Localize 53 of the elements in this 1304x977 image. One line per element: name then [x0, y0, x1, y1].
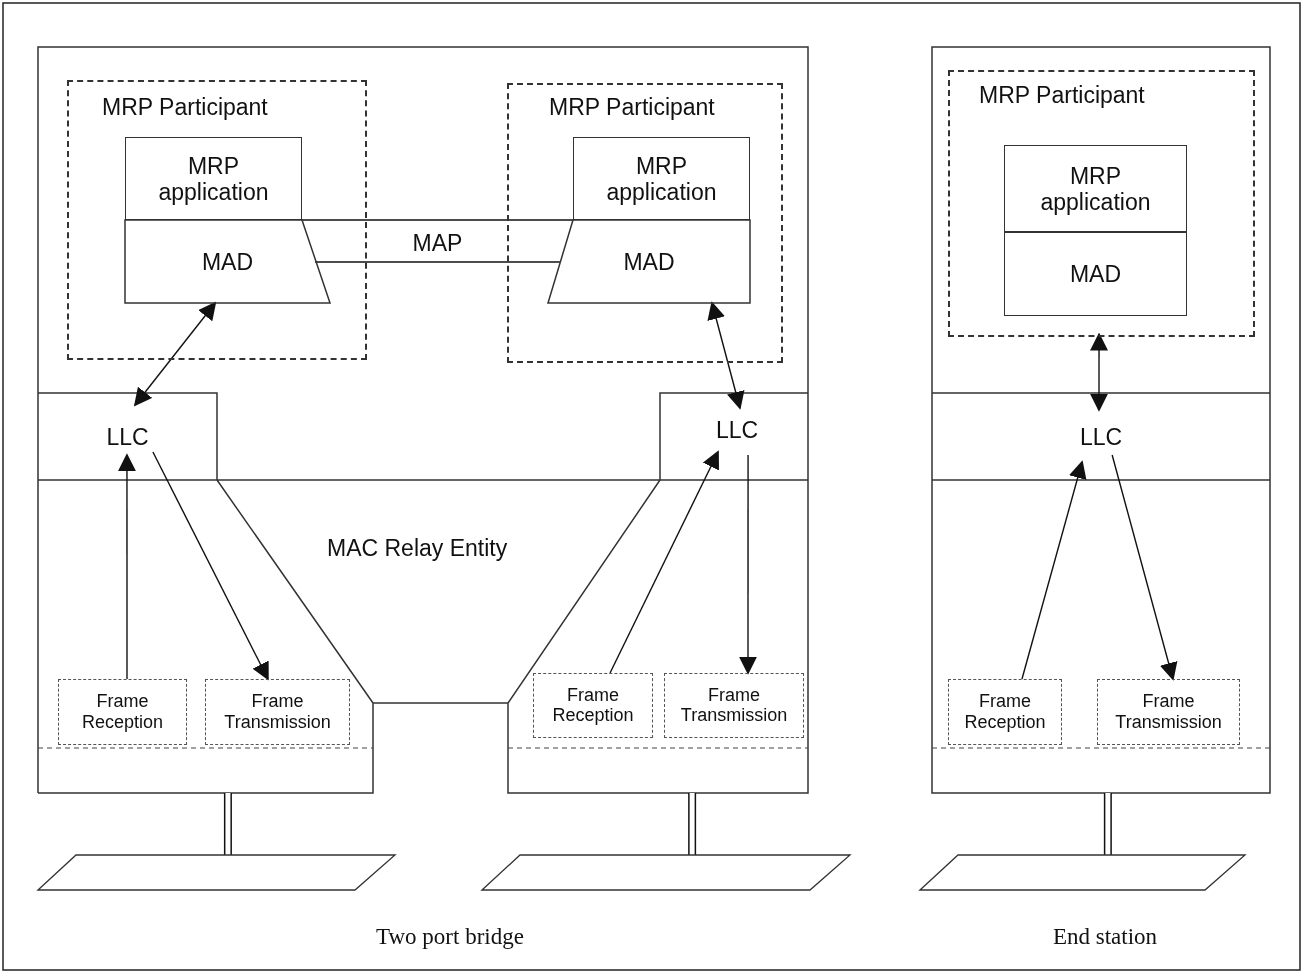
node-label: MAD [623, 248, 675, 275]
participant-box [948, 70, 1255, 337]
participant-box [67, 80, 367, 360]
node-label: MRP Participant [549, 94, 715, 121]
application-box [125, 137, 302, 220]
frame-function-box [58, 679, 187, 745]
arrow [1111, 454, 1178, 681]
frame-function-box [205, 679, 350, 745]
caption: End station [1052, 924, 1158, 950]
lan-segment [482, 855, 850, 890]
caption: Two port bridge [376, 924, 524, 950]
node-label: Frame Reception [80, 691, 164, 733]
link-line [223, 793, 232, 855]
arrow [609, 450, 719, 674]
link-line [1103, 793, 1112, 855]
frame-function-box [664, 673, 804, 738]
node-label: MRP Participant [979, 82, 1145, 109]
arrow [1090, 332, 1109, 412]
frame-function-box [948, 679, 1062, 745]
arrow [152, 451, 269, 681]
node-label: LLC [1079, 423, 1123, 450]
node-label: MRP application [157, 152, 270, 205]
node-label: Frame Reception [551, 684, 635, 727]
node-label: MAC Relay Entity [327, 535, 508, 562]
node-label: MRP application [605, 152, 718, 205]
arrow [707, 301, 745, 410]
node-label: MRP application [1039, 162, 1152, 215]
node-label: Frame Transmission [223, 691, 332, 733]
node-label: LLC [106, 423, 149, 450]
frame-function-box [533, 673, 653, 738]
node-label: MAD [201, 248, 254, 275]
node-label: MAD [1069, 260, 1122, 288]
participant-box [507, 83, 783, 363]
arrow [133, 301, 217, 407]
node-label: MRP Participant [102, 94, 268, 121]
lan-segment [38, 855, 395, 890]
lan-segment [920, 855, 1245, 890]
node-label: Frame Transmission [1114, 691, 1223, 733]
node-label: Frame Transmission [679, 684, 789, 727]
mad-trapezoid [125, 220, 330, 303]
arrow [739, 454, 757, 675]
node-label: Frame Reception [963, 691, 1047, 733]
arrow [117, 453, 136, 680]
application-box [573, 137, 750, 220]
arrow [1021, 460, 1087, 680]
link-line [688, 793, 697, 855]
connector-line [301, 219, 574, 221]
application-box [1004, 145, 1187, 232]
frame-function-box [1097, 679, 1240, 745]
node-label: LLC [716, 417, 759, 444]
mad-trapezoid [548, 220, 750, 303]
application-box [1004, 232, 1187, 316]
connector-line [314, 261, 561, 263]
